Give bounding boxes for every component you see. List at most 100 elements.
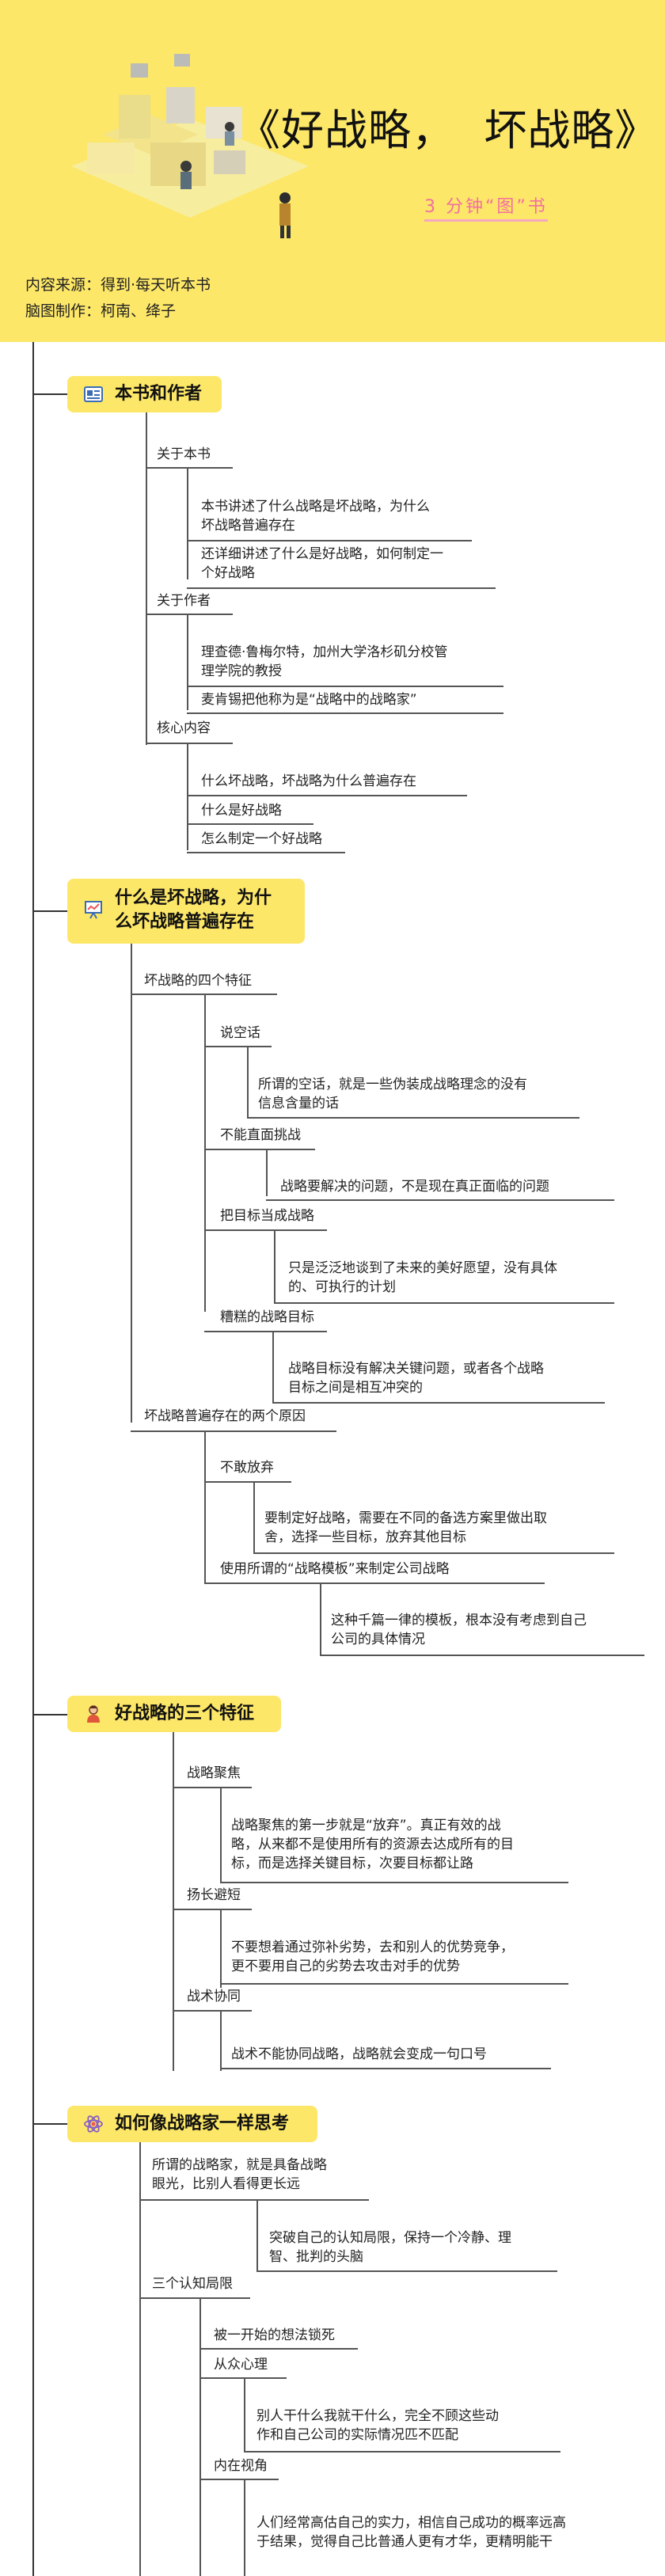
node-text: 战略目标没有解决关键问题，或者各个战略 目标之间是相互冲突的 [288,1361,544,1396]
section-connector [32,910,67,912]
node-text: 战术不能协同战略，战略就会变成一句口号 [231,2046,487,2062]
node-underline [187,712,504,714]
branch-line [131,944,132,1423]
mindmap-spine [32,342,34,2576]
node-underline [131,1430,336,1432]
node-strategic-focus: 战略聚焦 [187,1765,241,1781]
branch-line [220,2012,222,2071]
node-text: 不要想着通过弥补劣势，去和别人的优势竞争， 更不要用自己的劣势去攻击对手的优势 [231,1940,514,1974]
section-connector [32,393,67,395]
node-underline [187,587,496,589]
node-underline [220,1983,568,1985]
node-bad-goals: 糟糕的战略目标 [220,1309,314,1325]
person-icon [87,1705,100,1723]
node-underline [187,540,472,541]
node-underline [173,2010,252,2012]
node-three-limits: 三个认知局限 [152,2276,233,2292]
node-underline [204,1149,315,1150]
node-inside-view: 内在视角 [214,2458,268,2474]
node-text: 突破自己的认知局限，保持一个冷静、理 智、批判的头脑 [269,2230,511,2265]
node-underline [204,1229,327,1231]
node-herd-mentality: 从众心理 [214,2357,268,2373]
mindmap-maker: 脑图制作：柯南、绛子 [25,302,177,320]
branch-line [220,1910,222,1988]
node-play-to-strengths: 扬长避短 [187,1887,241,1903]
node-text: 所谓的空话，就是一些伪装成战略理念的没有 信息含量的话 [258,1077,527,1111]
branch-line [204,995,206,1312]
node-locked-by-initial-idea: 被一开始的想法锁死 [214,2327,335,2343]
node-text: 人们经常高估自己的实力，相信自己成功的概率远高 于结果，觉得自己比普通人更有才华… [256,2515,566,2550]
node-text: 战略聚焦的第一步就是“放弃”。真正有效的战 略，从来都不是使用所有的资源去达成所… [231,1818,514,1871]
node-underline [187,686,504,687]
section-good-strategy: 好战略的三个特征 [67,1696,281,1732]
branch-line [146,412,147,745]
node-underline [244,2451,560,2453]
node-underline [173,1909,252,1910]
node-text: 要制定好战略，需要在不同的备选方案里做出取 舍，选择一些目标，放弃其他目标 [264,1510,547,1545]
node-underline [272,1402,605,1404]
node-underline [146,614,233,615]
section-title: 好战略的三个特征 [115,1704,255,1723]
node-underline [220,2068,551,2069]
node-underline [274,1302,614,1304]
node-goal-as-strategy: 把目标当成战略 [220,1208,314,1224]
branch-line [187,469,188,579]
office-illustration [71,54,309,238]
branch-line [244,2480,245,2576]
branch-line [266,1150,268,1196]
branch-line [187,744,188,850]
node-underline [139,2297,250,2299]
section-book-and-author: 本书和作者 [67,376,222,412]
node-text: 什么是好战略 [201,803,282,819]
node-text: 还详细讲述了什么是好战略，如何制定一 个好战略 [201,546,443,581]
branch-line [247,1047,249,1117]
branch-line [204,1432,206,1582]
subtitle: 3 分钟“图”书 [424,192,548,222]
branch-line [244,2379,245,2452]
section-think-like-strategist: 如何像战略家一样思考 [67,2106,317,2142]
node-underline [266,1199,614,1201]
node-text: 麦肯锡把他称为是“战略中的战略家” [201,692,417,708]
node-text: 怎么制定一个好战略 [201,831,322,847]
branch-line [274,1231,276,1302]
branch-line [272,1332,274,1402]
section-title: 什么是坏战略，为什么坏战略普遍存在 [115,888,272,932]
branch-line [320,1584,321,1655]
branch-line [173,1732,174,2071]
node-core-content: 核心内容 [157,720,211,736]
node-four-features: 坏战略的四个特征 [144,973,252,989]
node-underline [146,743,233,744]
branch-line [220,1788,222,1882]
card-icon [84,386,103,402]
node-underline [200,2479,279,2480]
node-underline [320,1655,644,1656]
node-underline [131,994,277,995]
node-underline [187,795,467,796]
node-text: 这种千篇一律的模板，根本没有考虑到自己 公司的具体情况 [331,1613,587,1647]
node-two-reasons: 坏战略普遍存在的两个原因 [144,1408,306,1424]
node-strategy-template: 使用所谓的“战略模板”来制定公司战略 [220,1561,450,1577]
branch-line [253,1483,255,1552]
node-about-author: 关于作者 [157,593,211,609]
node-tactical-coordination: 战术协同 [187,1989,241,2004]
node-text: 理查德·鲁梅尔特，加州大学洛杉矶分校管 理学院的教授 [201,644,448,679]
section-title: 本书和作者 [115,384,203,404]
book-title: 《好战略， 坏战略》 [238,105,659,155]
node-underline [204,1331,327,1332]
node-underline [187,823,314,825]
branch-line [200,2299,201,2576]
node-underline [253,1552,614,1554]
node-underline [200,2348,358,2350]
node-text: 什么坏战略，坏战略为什么普遍存在 [201,773,416,789]
node-underline [247,1117,580,1119]
branch-line [187,615,188,710]
node-text: 本书讲述了什么战略是坏战略，为什么 坏战略普遍存在 [201,499,430,534]
branch-line [139,2142,141,2576]
node-underline [220,1882,568,1883]
node-text: 只是泛泛地谈到了未来的美好愿望，没有具体 的、可执行的计划 [288,1260,557,1295]
section-bad-strategy: 什么是坏战略，为什么坏战略普遍存在 [67,879,305,944]
node-text: 别人干什么我就干什么，完全不顾这些动 作和自己公司的实际情况匹不匹配 [256,2408,499,2443]
node-underline [204,1046,272,1047]
node-underline [200,2377,287,2379]
node-underline [187,852,345,853]
